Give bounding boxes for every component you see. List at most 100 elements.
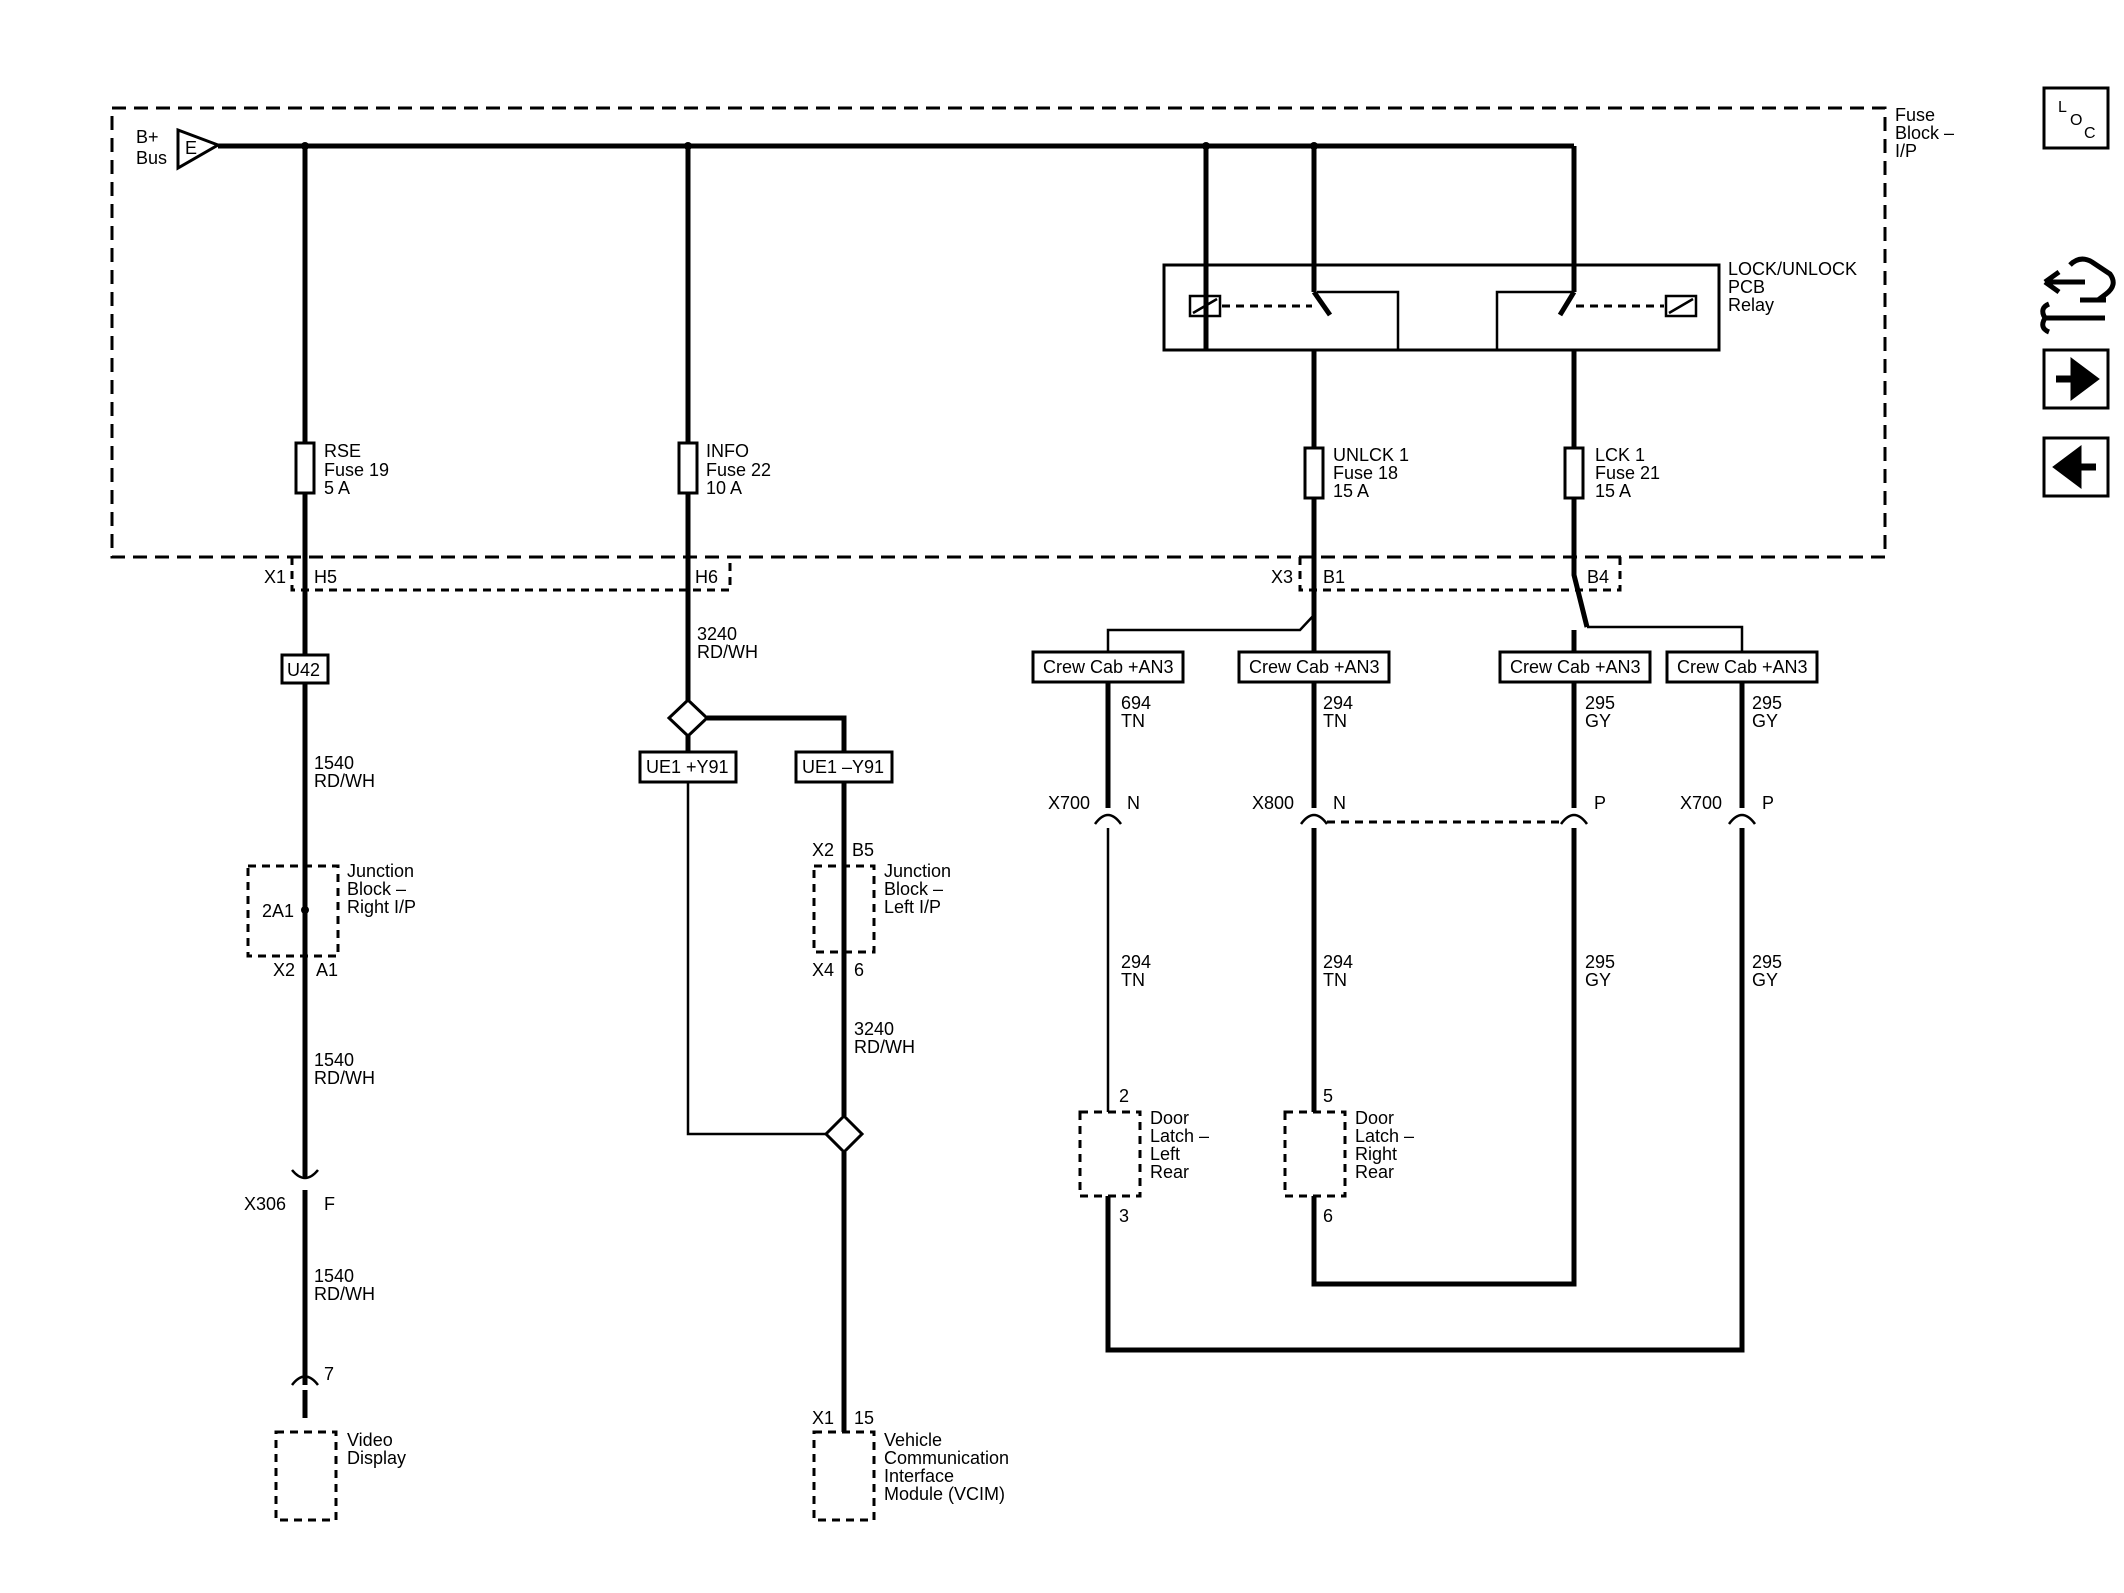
pin-3: 3 — [1119, 1206, 1129, 1226]
conn-pb: P — [1762, 793, 1774, 813]
relay-label-3: Relay — [1728, 295, 1774, 315]
pin-5: 5 — [1323, 1086, 1333, 1106]
w1540a-color: RD/WH — [314, 771, 375, 791]
conn-x306: X306 — [244, 1194, 286, 1214]
fuse-block-label-1: Fuse — [1895, 105, 1935, 125]
w1540c-color: RD/WH — [314, 1284, 375, 1304]
jb-left-label-1: Junction — [884, 861, 951, 881]
jb-left-label-3: Left I/P — [884, 897, 941, 917]
pin-6b: 6 — [1323, 1206, 1333, 1226]
jb-right-label-3: Right I/P — [347, 897, 416, 917]
conn-b5: B5 — [852, 840, 874, 860]
lck-fuse-label-3: 15 A — [1595, 481, 1631, 501]
unlck-fuse-label-3: 15 A — [1333, 481, 1369, 501]
option-crew-cab-1: Crew Cab +AN3 — [1043, 657, 1174, 677]
conn-x2a: X2 — [273, 960, 295, 980]
conn-15: 15 — [854, 1408, 874, 1428]
relay-label-2: PCB — [1728, 277, 1765, 297]
rse-fuse-label-1: RSE — [324, 441, 361, 461]
vcim-label-3: Interface — [884, 1466, 954, 1486]
w295d-num: 295 — [1752, 952, 1782, 972]
w295b-color: GY — [1752, 711, 1778, 731]
rse-circuit — [246, 142, 340, 1522]
bplus-label-2: Bus — [136, 148, 167, 168]
w294b-color: TN — [1121, 970, 1145, 990]
conn-na: N — [1127, 793, 1140, 813]
conn-nb: N — [1333, 793, 1346, 813]
conn-b1: B1 — [1323, 567, 1345, 587]
vcim-label-4: Module (VCIM) — [884, 1484, 1005, 1504]
conn-pa: P — [1594, 793, 1606, 813]
lck-fuse-label-2: Fuse 21 — [1595, 463, 1660, 483]
jb-right-label-2: Block – — [347, 879, 406, 899]
conn-x3: X3 — [1271, 567, 1293, 587]
conn-x800: X800 — [1252, 793, 1294, 813]
loc-button[interactable]: L O C — [2042, 86, 2110, 150]
info-circuit — [638, 142, 894, 1522]
loc-letter-l: L — [2058, 99, 2067, 116]
jb-right-id: 2A1 — [262, 901, 294, 921]
conn-x4: X4 — [812, 960, 834, 980]
fuse-block-boundary — [110, 106, 1887, 592]
w3240a-num: 3240 — [697, 624, 737, 644]
option-crew-cab-3: Crew Cab +AN3 — [1510, 657, 1641, 677]
conn-h5: H5 — [314, 567, 337, 587]
w1540a-num: 1540 — [314, 753, 354, 773]
door-lr-label-1: Door — [1150, 1108, 1189, 1128]
info-fuse-label-3: 10 A — [706, 478, 742, 498]
conn-f: F — [324, 1194, 335, 1214]
w295c-num: 295 — [1585, 952, 1615, 972]
arrow-right-icon[interactable] — [2042, 348, 2110, 410]
w3240b-color: RD/WH — [854, 1037, 915, 1057]
video-label-2: Display — [347, 1448, 406, 1468]
bplus-bus — [176, 127, 1574, 171]
door-rr-label-4: Rear — [1355, 1162, 1394, 1182]
relay-feed-wires — [1202, 142, 1577, 350]
door-lr-label-2: Latch – — [1150, 1126, 1209, 1146]
unlck-fuse-label-1: UNLCK 1 — [1333, 445, 1409, 465]
conn-6: 6 — [854, 960, 864, 980]
pin-2: 2 — [1119, 1086, 1129, 1106]
option-u42: U42 — [287, 660, 320, 680]
w1540b-color: RD/WH — [314, 1068, 375, 1088]
relay-label-1: LOCK/UNLOCK — [1728, 259, 1857, 279]
w1540b-num: 1540 — [314, 1050, 354, 1070]
conn-x1: X1 — [264, 567, 286, 587]
service-tools-icon[interactable] — [2040, 256, 2116, 335]
conn-b4: B4 — [1587, 567, 1609, 587]
video-label-1: Video — [347, 1430, 393, 1450]
w294c-color: TN — [1323, 970, 1347, 990]
w1540c-num: 1540 — [314, 1266, 354, 1286]
w295b-num: 295 — [1752, 693, 1782, 713]
conn-a1: A1 — [316, 960, 338, 980]
door-lr-label-3: Left — [1150, 1144, 1180, 1164]
lock-circuits — [1031, 350, 1819, 1353]
fuse-block-label-3: I/P — [1895, 141, 1917, 161]
conn-x1b: X1 — [812, 1408, 834, 1428]
conn-h6: H6 — [695, 567, 718, 587]
fuse-block-label-2: Block – — [1895, 123, 1954, 143]
conn-7: 7 — [324, 1364, 334, 1384]
bplus-tag: E — [185, 138, 197, 158]
conn-x2b: X2 — [812, 840, 834, 860]
loc-letter-o: O — [2070, 112, 2082, 129]
arrow-left-icon[interactable] — [2042, 436, 2110, 498]
option-crew-cab-4: Crew Cab +AN3 — [1677, 657, 1808, 677]
rse-fuse-label-2: Fuse 19 — [324, 460, 389, 480]
vcim-label-1: Vehicle — [884, 1430, 942, 1450]
w3240a-color: RD/WH — [697, 642, 758, 662]
option-ue1-pos: UE1 +Y91 — [646, 757, 729, 777]
w294c-num: 294 — [1323, 952, 1353, 972]
w694-num: 694 — [1121, 693, 1151, 713]
info-fuse-label-2: Fuse 22 — [706, 460, 771, 480]
door-rr-label-3: Right — [1355, 1144, 1397, 1164]
loc-letter-c: C — [2084, 125, 2096, 142]
w294a-num: 294 — [1323, 693, 1353, 713]
info-fuse-label-1: INFO — [706, 441, 749, 461]
rse-fuse-label-3: 5 A — [324, 478, 350, 498]
bplus-label-1: B+ — [136, 127, 159, 147]
w295d-color: GY — [1752, 970, 1778, 990]
w694-color: TN — [1121, 711, 1145, 731]
w294b-num: 294 — [1121, 952, 1151, 972]
